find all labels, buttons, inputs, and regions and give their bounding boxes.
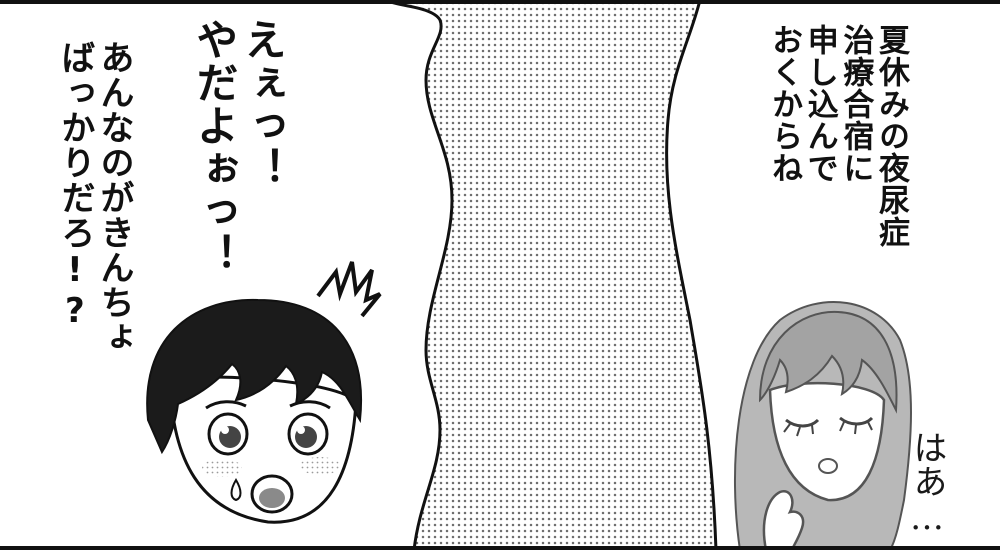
- sigh-sound-effect: はあ…: [907, 430, 947, 538]
- sighing-woman-character: [734, 301, 912, 550]
- panel-border-top: [0, 0, 1000, 4]
- spiky-surprise-mark-icon: [316, 261, 382, 318]
- sweat-drop-icon: [230, 478, 242, 502]
- dialogue-shout: えぇっ！やだよぉっ！: [189, 18, 287, 276]
- screentone-divider: [382, 0, 718, 550]
- surprised-boy-character: [146, 298, 362, 524]
- panel-border-bottom: [0, 546, 1000, 550]
- dialogue-left: あんなのがきんちょばっかりだろ!?: [54, 40, 134, 355]
- dialogue-right: 夏休みの夜尿症治療合宿に申し込んでおくからね: [766, 24, 909, 248]
